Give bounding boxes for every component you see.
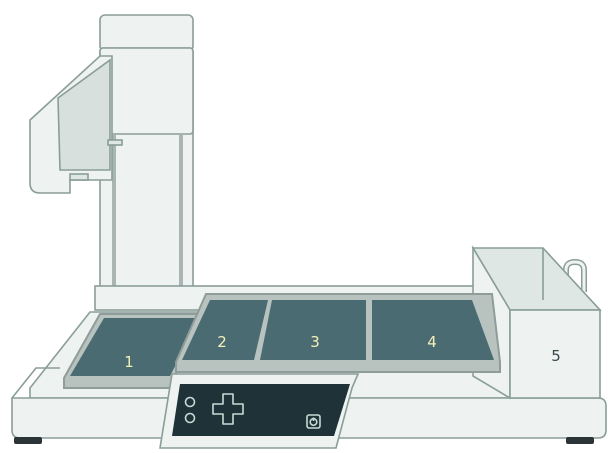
status-led-icon [184,396,196,408]
tray-4-label: 4 [427,333,437,351]
tray-2-label: 2 [217,333,227,351]
tower-top-band [99,47,194,135]
tray-2[interactable]: 2 [182,300,268,360]
bin-5-label: 5 [551,347,561,365]
tray-4[interactable]: 4 [372,300,494,360]
control-panel-face [172,384,350,436]
status-led-icon [184,412,196,424]
tower-cap [99,14,194,52]
tray-1-plate [70,318,200,376]
arm-clip-bottom [69,173,89,181]
tray-2-plate [182,300,268,360]
arm-glass [57,58,111,171]
tray-1[interactable]: 1 [63,313,208,389]
main-plate: 2 3 4 [175,293,501,373]
base-front-left-edge [11,367,60,399]
tray-3-plate [260,300,366,360]
tray-1-label: 1 [124,353,134,371]
tower [99,14,194,297]
bin-handle-inner [564,260,586,292]
plus-dpad-icon[interactable] [212,393,244,425]
power-icon[interactable] [306,414,321,429]
foot-right [566,437,594,444]
side-arm [29,55,123,194]
control-panel [159,373,360,449]
tray-4-plate [372,300,494,360]
foot-left [14,437,42,444]
tray-3-label: 3 [310,333,320,351]
arm-clip-top [107,139,123,146]
power-icon-frame [306,414,321,429]
bin-front [509,309,601,399]
tray-3[interactable]: 3 [260,300,366,360]
